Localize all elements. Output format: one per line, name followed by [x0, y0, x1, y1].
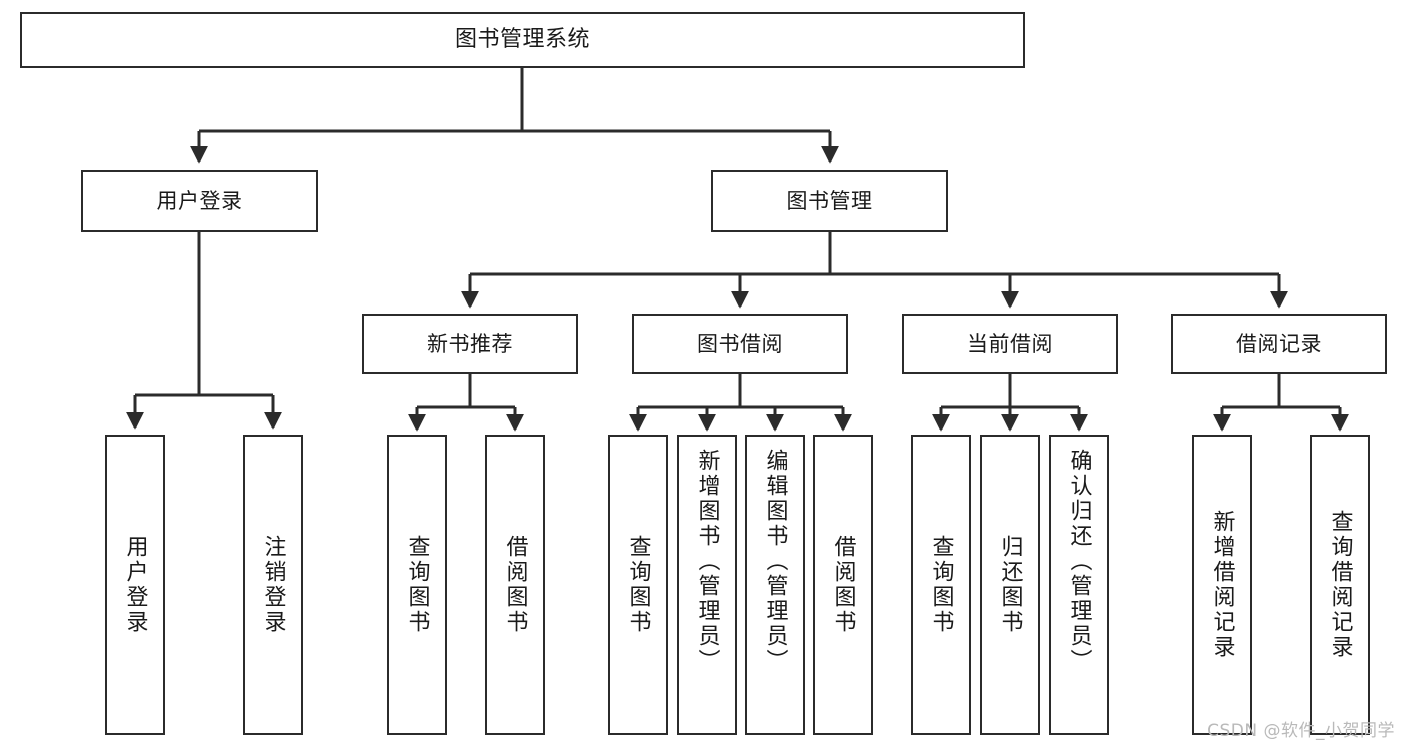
node-label: 归还图书 [997, 535, 1023, 635]
node-label: 借阅图书 [502, 535, 528, 635]
node-current-borrow[interactable]: 当前借阅 [902, 314, 1118, 374]
leaf-user-login-signin[interactable]: 用户登录 [105, 435, 165, 735]
node-book-borrow[interactable]: 图书借阅 [632, 314, 848, 374]
node-label: 查询借阅记录 [1327, 510, 1353, 660]
node-label: 新增借阅记录 [1209, 510, 1235, 660]
node-label: 用户登录 [122, 535, 148, 635]
leaf-record-add-record[interactable]: 新增借阅记录 [1192, 435, 1252, 735]
leaf-borrow-borrow-book[interactable]: 借阅图书 [813, 435, 873, 735]
leaf-recommend-borrow-book[interactable]: 借阅图书 [485, 435, 545, 735]
node-label: 查询图书 [928, 535, 954, 635]
node-label: 查询图书 [625, 535, 651, 635]
leaf-user-login-signout[interactable]: 注销登录 [243, 435, 303, 735]
node-user-login[interactable]: 用户登录 [81, 170, 318, 232]
node-label: 新增图书（管理员） [694, 449, 720, 674]
leaf-current-confirm-return-admin[interactable]: 确认归还（管理员） [1049, 435, 1109, 735]
node-label: 注销登录 [260, 535, 286, 635]
leaf-recommend-query-book[interactable]: 查询图书 [387, 435, 447, 735]
node-label: 图书管理系统 [454, 27, 590, 53]
node-borrow-record[interactable]: 借阅记录 [1171, 314, 1387, 374]
node-label: 借阅图书 [830, 535, 856, 635]
leaf-current-return-book[interactable]: 归还图书 [980, 435, 1040, 735]
leaf-borrow-query-book[interactable]: 查询图书 [608, 435, 668, 735]
node-book-management[interactable]: 图书管理 [711, 170, 948, 232]
watermark-text: CSDN @软件_小贺同学 [1207, 721, 1395, 741]
node-root-system[interactable]: 图书管理系统 [20, 12, 1025, 68]
node-label: 确认归还（管理员） [1066, 449, 1092, 674]
leaf-borrow-add-book-admin[interactable]: 新增图书（管理员） [677, 435, 737, 735]
node-label: 编辑图书（管理员） [762, 449, 788, 674]
node-new-book-recommend[interactable]: 新书推荐 [362, 314, 578, 374]
node-label: 当前借阅 [967, 331, 1053, 356]
node-label: 用户登录 [156, 188, 243, 213]
node-label: 图书管理 [786, 188, 873, 213]
node-label: 查询图书 [404, 535, 430, 635]
node-label: 借阅记录 [1236, 331, 1322, 356]
node-label: 图书借阅 [697, 331, 783, 356]
leaf-current-query-book[interactable]: 查询图书 [911, 435, 971, 735]
leaf-borrow-edit-book-admin[interactable]: 编辑图书（管理员） [745, 435, 805, 735]
leaf-record-query-record[interactable]: 查询借阅记录 [1310, 435, 1370, 735]
node-label: 新书推荐 [427, 331, 513, 356]
